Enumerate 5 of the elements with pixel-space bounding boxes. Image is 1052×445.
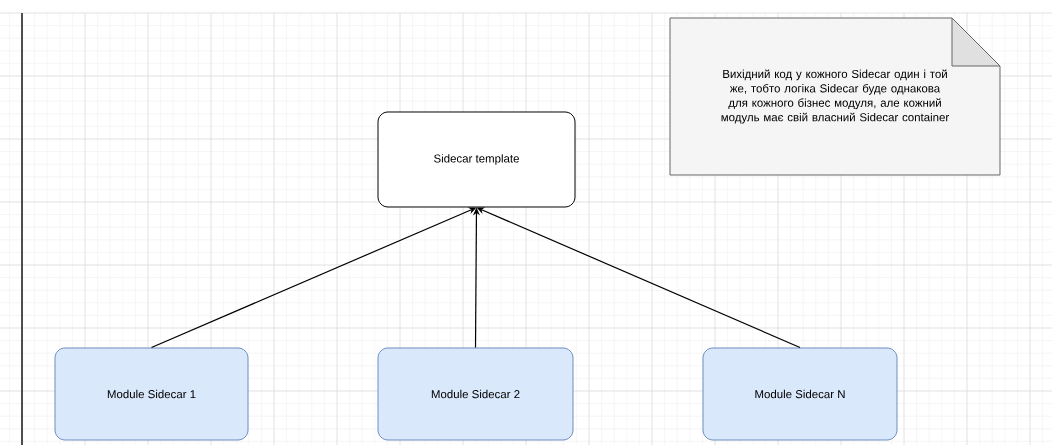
process-box: Module Sidecar 2 [377,347,574,441]
process-box: Sidecar template [377,111,576,208]
process-box: Module Sidecar N [702,347,898,441]
process-box: Module Sidecar 1 [54,347,249,441]
note-box: Вихідний код у кожного Sidecar один і той же, тобто логіка Sidecar буде однакова для кожного бізнес модуля, але кожний модуль має свій власний Sidecar container [669,17,1001,176]
